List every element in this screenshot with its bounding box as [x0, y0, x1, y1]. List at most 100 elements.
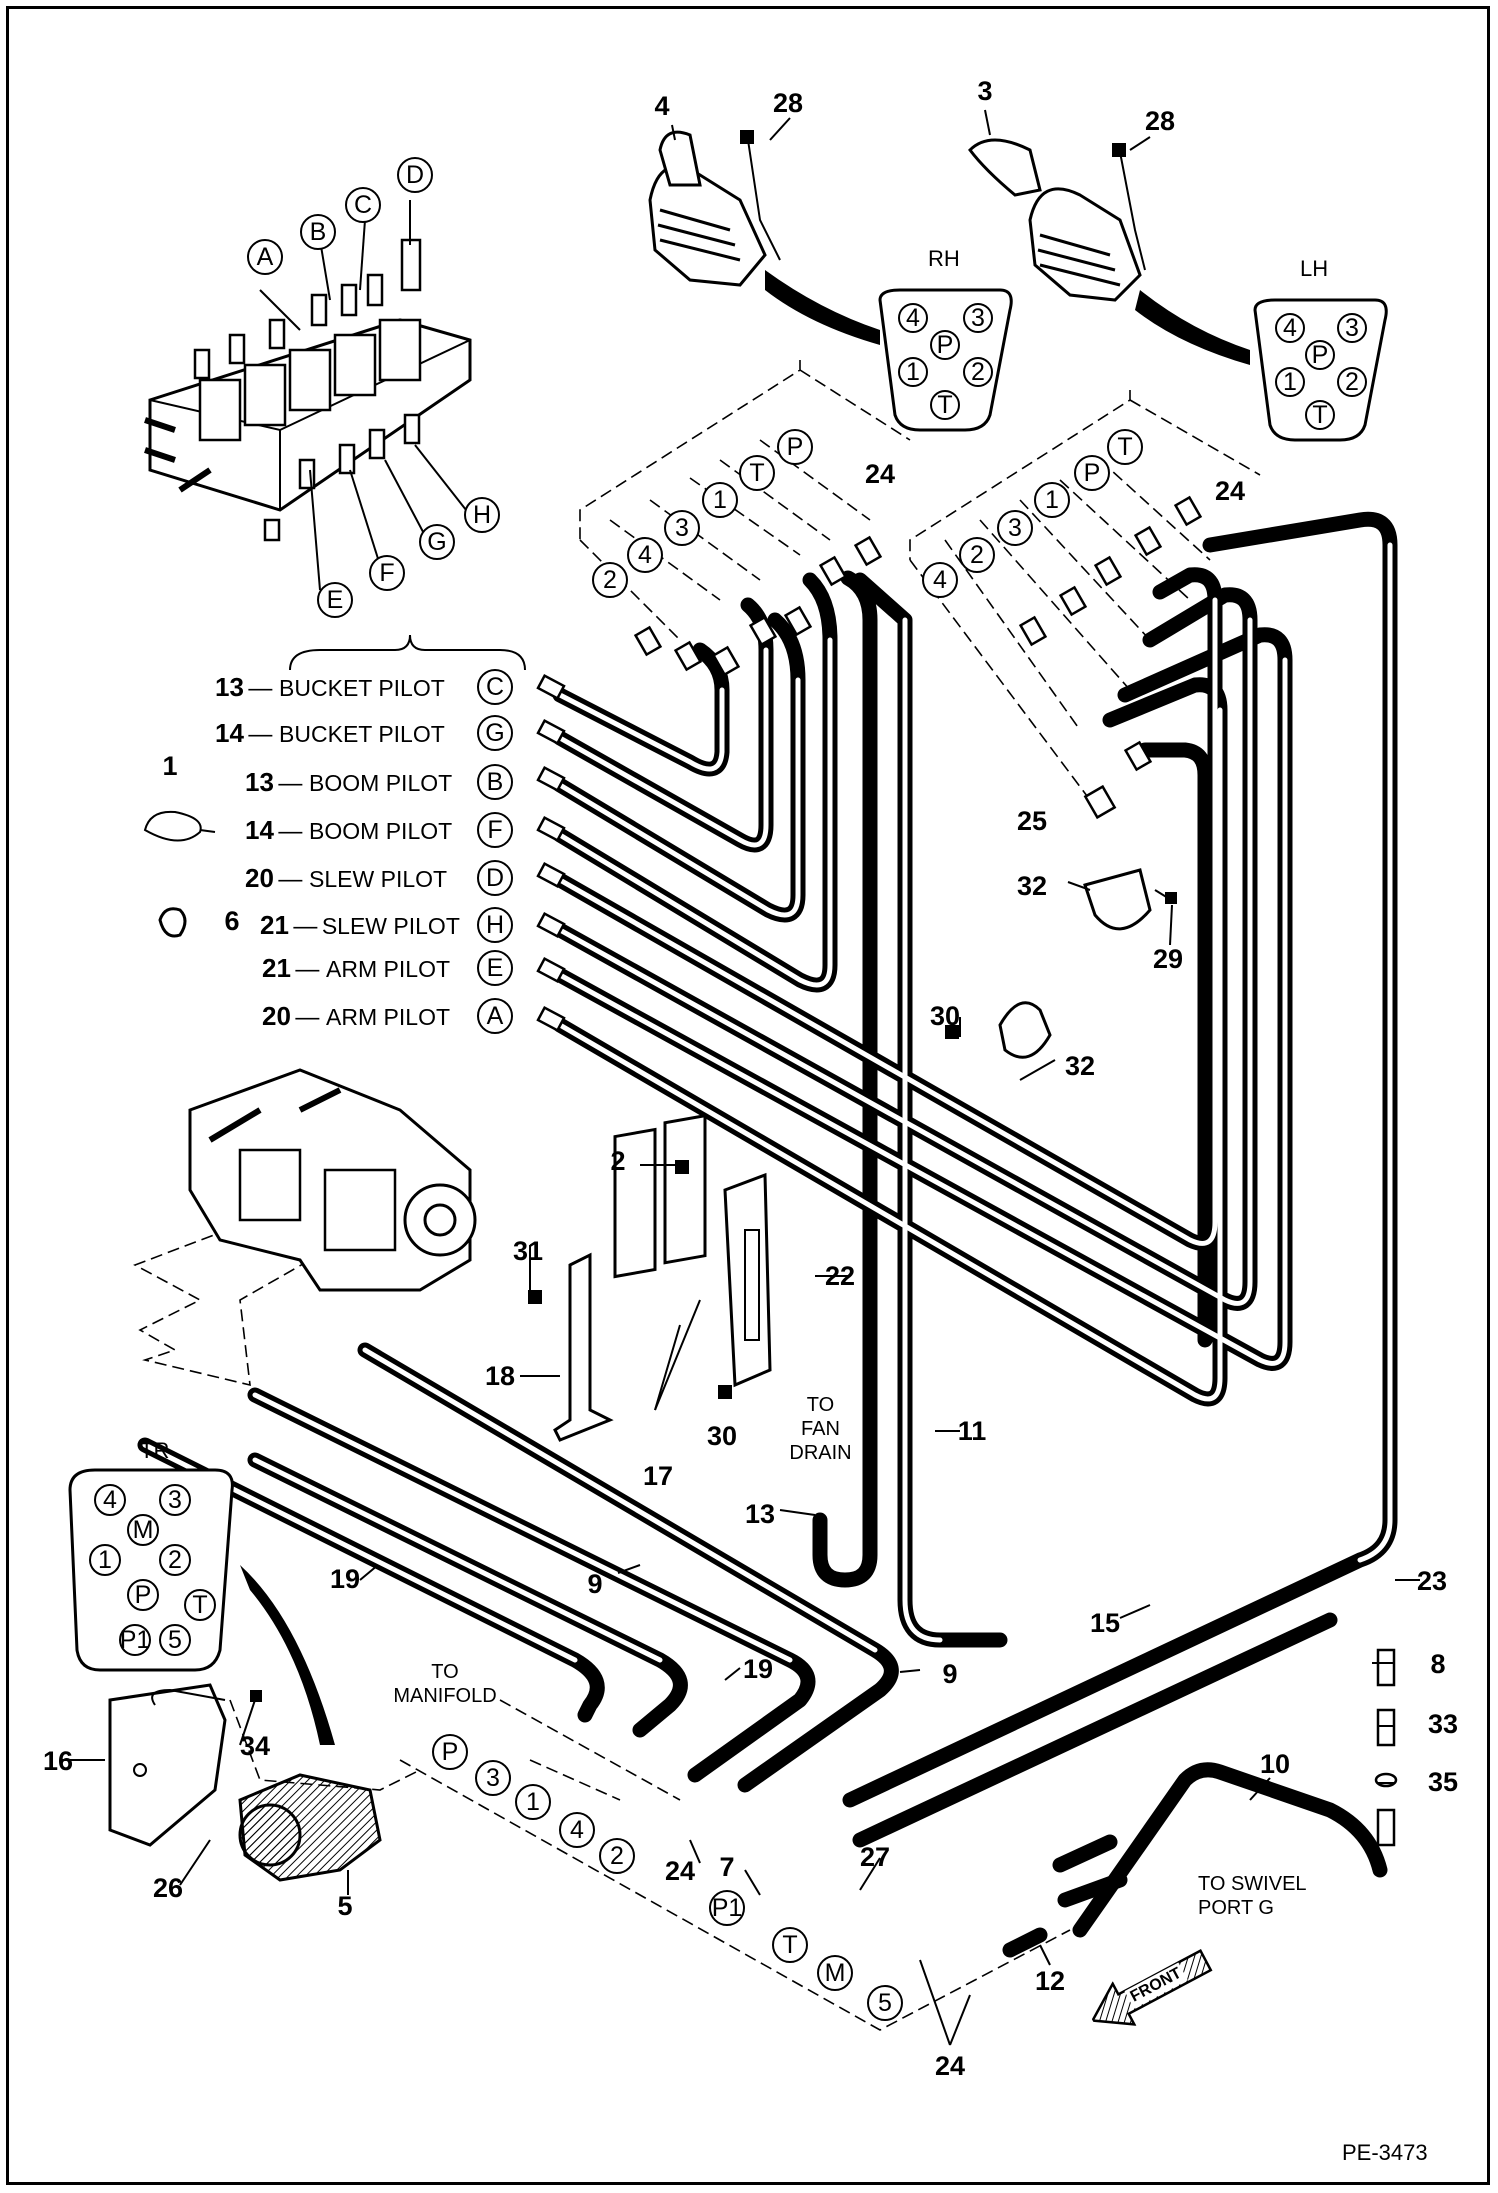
- control-valve-illustration: [144, 200, 472, 591]
- callout-26: 26: [153, 1873, 183, 1903]
- port-label: 4: [906, 304, 920, 332]
- lh-line-port-4: 4: [922, 562, 958, 598]
- port-label: T: [1117, 433, 1132, 461]
- pilot-label: BOOM PILOT: [309, 818, 453, 844]
- note-line: TO: [806, 1394, 835, 1416]
- callout-19: 19: [743, 1654, 773, 1684]
- port-circle: [477, 860, 513, 896]
- port-label: 1: [1045, 486, 1059, 514]
- callout-24: 24: [935, 2051, 965, 2081]
- port-label: G: [485, 719, 504, 747]
- port-circle: [559, 1812, 595, 1848]
- callout-24: 24: [1215, 476, 1245, 506]
- dash: —: [278, 866, 310, 893]
- dash: —: [293, 913, 318, 940]
- port-circle: [432, 1734, 468, 1770]
- tr-port-3: 3: [159, 1484, 191, 1516]
- port-label: 3: [1345, 314, 1359, 342]
- valve-port-d: D: [397, 157, 433, 193]
- port-circle: [739, 455, 775, 491]
- rh-line-port-p: P: [777, 429, 813, 465]
- port-circle: [477, 715, 513, 751]
- port-circle: [930, 330, 960, 360]
- port-circle: [702, 482, 738, 518]
- port-label: 2: [610, 1842, 624, 1870]
- port-label: 5: [168, 1626, 182, 1654]
- dash: —: [278, 818, 310, 845]
- leader-line: [1154, 889, 1169, 899]
- tr-line-port-3: 3: [475, 1760, 511, 1796]
- port-label: T: [937, 391, 952, 419]
- port-label: 3: [971, 304, 985, 332]
- leader-line: [899, 1669, 921, 1673]
- part-number: 13: [245, 767, 274, 797]
- port-circle: [247, 239, 283, 275]
- note-line: FAN: [801, 1418, 840, 1440]
- port-circle: [1337, 313, 1367, 343]
- rh-port-p: P: [930, 330, 960, 360]
- port-circle: [477, 950, 513, 986]
- note-line: PORT G: [1198, 1897, 1274, 1919]
- leader-line: [689, 1839, 701, 1864]
- callout-9: 9: [587, 1569, 602, 1599]
- port-circle: [477, 812, 513, 848]
- leader-line: [239, 1699, 256, 1746]
- port-label: P: [937, 331, 954, 359]
- tr-line-port-2: 2: [599, 1838, 635, 1874]
- callout-13: 13: [745, 1499, 775, 1529]
- leader-line: [1119, 1604, 1151, 1619]
- callout-8: 8: [1430, 1649, 1445, 1679]
- note-line: TO: [431, 1661, 459, 1683]
- tr-line-port-t: T: [772, 1927, 808, 1963]
- note-line: TO SWIVEL: [1198, 1873, 1307, 1895]
- port-circle: [477, 669, 513, 705]
- callout-25: 25: [1017, 806, 1047, 836]
- part-number: 14: [245, 815, 274, 845]
- callout-5: 5: [337, 1891, 352, 1921]
- port-label: T: [782, 1931, 797, 1959]
- callout-9: 9: [942, 1659, 957, 1689]
- port-circle: [1305, 340, 1335, 370]
- callout-34: 34: [240, 1731, 270, 1761]
- to-fan-drain-note: TO FAN DRAIN: [783, 1393, 858, 1465]
- tr-line-port-p1: P1: [709, 1890, 745, 1926]
- port-label: 2: [168, 1546, 182, 1574]
- port-circle: [477, 764, 513, 800]
- pilot-row: 21 — ARM PILOT: [262, 953, 450, 984]
- tr-line-port-4: 4: [559, 1812, 595, 1848]
- pilot-row: 13 — BUCKET PILOT: [215, 672, 445, 703]
- port-label: H: [486, 911, 504, 939]
- leader-line: [1067, 881, 1091, 891]
- port-circle: [159, 1484, 191, 1516]
- leader-line: [919, 1959, 951, 2046]
- callout-19: 19: [330, 1564, 360, 1594]
- port-label: B: [487, 768, 504, 796]
- callout-17: 17: [643, 1461, 673, 1491]
- port-circle: [817, 1955, 853, 1991]
- dash: —: [295, 1004, 327, 1031]
- dash: —: [248, 721, 280, 748]
- port-circle: [475, 1760, 511, 1796]
- callout-6: 6: [224, 906, 239, 936]
- port-label: 1: [526, 1788, 540, 1816]
- port-label: 1: [1283, 368, 1297, 396]
- port-circle: [419, 524, 455, 560]
- part-number: 20: [262, 1001, 291, 1031]
- port-circle: [1275, 367, 1305, 397]
- to-manifold-note: TO MANIFOLD: [380, 1660, 510, 1708]
- rh-port-2: 2: [963, 357, 993, 387]
- bracket-assembly: [528, 1113, 772, 1442]
- tr-port-m: M: [127, 1514, 159, 1546]
- brace: [289, 634, 526, 671]
- port-circle: [515, 1784, 551, 1820]
- callout-1: 1: [162, 751, 177, 781]
- port-label: D: [406, 161, 424, 189]
- note-line: MANIFOLD: [393, 1685, 497, 1707]
- pilot-port-d: D: [477, 860, 513, 896]
- pilot-label: SLEW PILOT: [309, 866, 448, 892]
- port-label: D: [486, 864, 504, 892]
- tr-line-port-5: 5: [867, 1985, 903, 2021]
- pilot-port-c: C: [477, 669, 513, 705]
- tr-port-1: 1: [89, 1544, 121, 1576]
- valve-port-b: B: [300, 214, 336, 250]
